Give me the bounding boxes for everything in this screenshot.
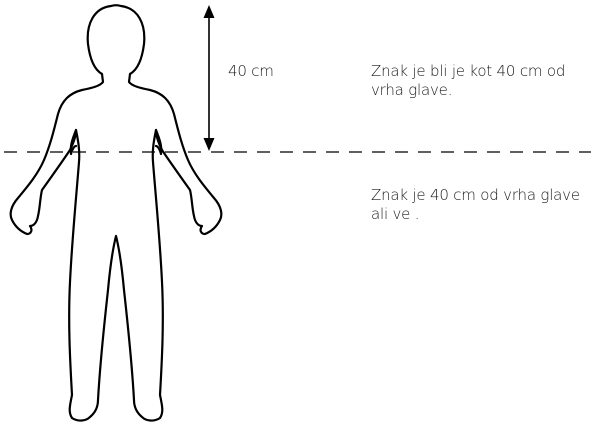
arrow-up-icon bbox=[204, 5, 215, 18]
height-measurement bbox=[204, 5, 215, 151]
human-silhouette bbox=[11, 5, 222, 420]
arrow-down-icon bbox=[204, 138, 215, 151]
note-below-line: Znak je 40 cm od vrha glave ali ve . bbox=[371, 186, 586, 224]
body-outline bbox=[11, 5, 222, 420]
note-above-line: Znak je bli je kot 40 cm od vrha glave. bbox=[371, 62, 586, 100]
measurement-label: 40 cm bbox=[228, 62, 274, 81]
